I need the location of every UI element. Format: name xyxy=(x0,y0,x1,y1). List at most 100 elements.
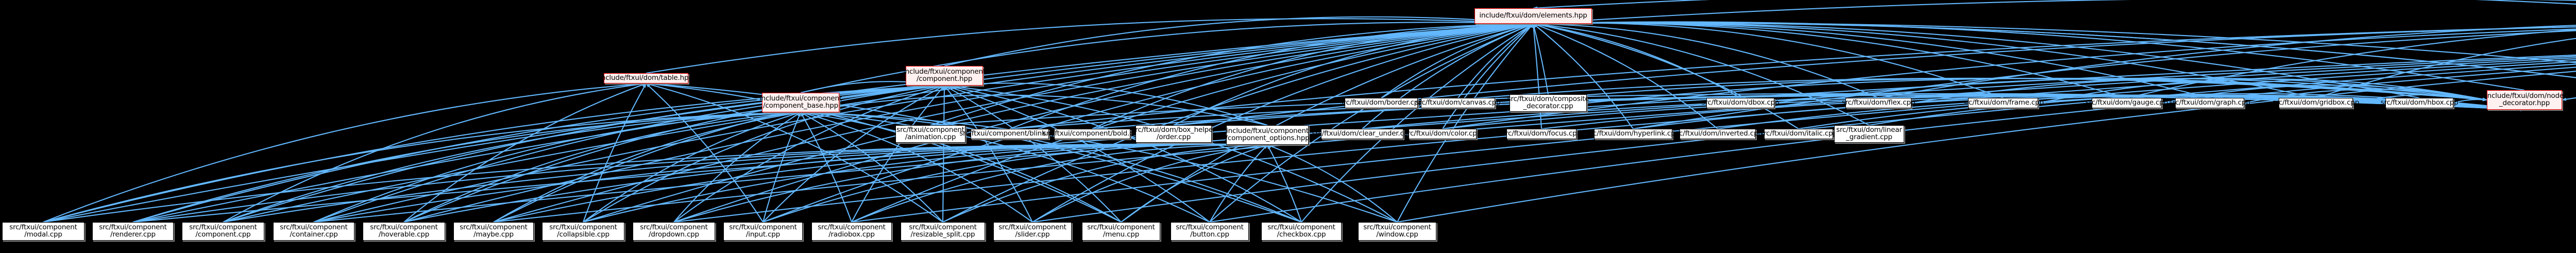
graph-edge xyxy=(493,111,801,223)
graph-edge xyxy=(1442,28,2576,130)
graph-edge xyxy=(762,112,801,223)
graph-edge xyxy=(800,111,1033,223)
graph-edge xyxy=(1173,26,2576,126)
graph-edge xyxy=(673,112,801,223)
graph-node[interactable]: src/ftxui/dom/color.cpp xyxy=(1404,129,1481,139)
graph-node[interactable]: include/ftxui/component /component_optio… xyxy=(1226,125,1310,145)
graph-node[interactable]: src/ftxui/component /resizable_split.cpp xyxy=(901,222,985,241)
graph-edge xyxy=(1533,23,1634,129)
graph-node[interactable]: src/ftxui/component /window.cpp xyxy=(1358,222,1436,241)
graph-edge xyxy=(313,84,945,223)
graph-edge xyxy=(2315,38,2576,99)
graph-edge xyxy=(944,85,1122,223)
graph-node[interactable]: src/ftxui/component /modal.cpp xyxy=(2,222,84,241)
graph-node[interactable]: include/ftxui/component /component_base.… xyxy=(759,93,842,112)
graph-node[interactable]: src/ftxui/component /input.cpp xyxy=(723,222,803,241)
graph-edge xyxy=(1533,22,2576,78)
graph-edge xyxy=(1173,22,1534,126)
graph-edge xyxy=(1209,144,1268,223)
graph-node[interactable]: src/ftxui/component /hoverable.cpp xyxy=(363,222,445,241)
graph-edge xyxy=(493,22,1534,223)
graph-node[interactable]: include/ftxui/component /component.hpp xyxy=(903,66,986,86)
graph-node[interactable]: src/ftxui/dom/box_helper /order.cpp xyxy=(1132,125,1216,143)
graph-node[interactable]: src/ftxui/dom/linear _gradient.cpp xyxy=(1834,125,1904,143)
graph-node[interactable]: include/ftxui/dom/elements.hpp xyxy=(1475,8,1592,24)
graph-edge xyxy=(944,82,1268,126)
graph-edge xyxy=(851,143,1268,223)
graph-edge xyxy=(1442,94,2525,130)
graph-node[interactable]: src/ftxui/component /menu.cpp xyxy=(1082,222,1160,241)
graph-edge xyxy=(646,18,1534,74)
graph-node[interactable]: src/ftxui/dom/clear_under.cpp xyxy=(1312,129,1413,139)
graph-edge xyxy=(1586,77,2487,104)
graph-node[interactable]: src/ftxui/component /collapsible.cpp xyxy=(542,222,624,241)
graph-node[interactable]: src/ftxui/component /maybe.cpp xyxy=(453,222,534,241)
graph-node[interactable]: src/ftxui/dom/border.cpp xyxy=(1340,98,1423,108)
graph-edge xyxy=(1362,23,1534,129)
graph-edge xyxy=(313,22,1534,223)
graph-edge xyxy=(800,94,1268,126)
graph-edge xyxy=(1267,144,1302,223)
graph-node[interactable]: src/ftxui/dom/hbox.cpp xyxy=(2381,98,2459,108)
graph-node[interactable]: src/ftxui/component /animation.cpp xyxy=(895,125,965,143)
graph-edge xyxy=(493,84,945,223)
graph-node[interactable]: src/ftxui/component /container.cpp xyxy=(273,222,354,241)
graph-edge xyxy=(583,83,647,223)
graph-edge xyxy=(583,85,945,223)
graph-node[interactable]: src/ftxui/component /checkbox.cpp xyxy=(1261,222,1342,241)
graph-edge xyxy=(942,143,1268,223)
graph-node[interactable]: src/ftxui/component /renderer.cpp xyxy=(92,222,174,241)
graph-node[interactable]: src/ftxui/dom/focus.cpp xyxy=(1502,129,1581,139)
graph-node[interactable]: src/ftxui/dom/dbox.cpp xyxy=(1702,98,1780,108)
graph-node[interactable]: src/ftxui/dom/frame.cpp xyxy=(1962,98,2044,108)
graph-edge xyxy=(583,111,801,223)
graph-node[interactable]: include/ftxui/dom/table.hpp xyxy=(599,73,693,83)
graph-edge xyxy=(851,85,945,223)
graph-node[interactable]: src/ftxui/component /dropdown.cpp xyxy=(633,222,715,241)
graph-edge xyxy=(1032,23,1534,223)
graph-node[interactable]: src/ftxui/component /component.cpp xyxy=(182,222,264,241)
graph-edge xyxy=(673,22,1534,223)
graph-edge xyxy=(1381,23,1534,98)
graph-node[interactable]: src/ftxui/dom/hyperlink.cpp xyxy=(1587,129,1680,139)
graph-edge xyxy=(944,16,1534,67)
graph-edge xyxy=(800,112,943,223)
graph-edge xyxy=(800,111,1122,223)
graph-edge xyxy=(930,22,1534,126)
graph-node[interactable]: src/ftxui/dom/gridbox.cpp xyxy=(2273,98,2359,108)
graph-edge xyxy=(1533,22,1879,98)
graph-node[interactable]: src/ftxui/dom/italic.cpp xyxy=(1760,129,1837,139)
graph-edge xyxy=(800,112,852,223)
graph-node[interactable]: src/ftxui/component/blink.cpp xyxy=(959,129,1060,139)
graph-node[interactable]: src/ftxui/dom/canvas.cpp xyxy=(1415,98,1501,108)
graph-node[interactable]: src/ftxui/dom/gauge.cpp xyxy=(2086,98,2168,108)
graph-node[interactable]: src/ftxui/component/bold.cpp xyxy=(1043,129,1142,139)
graph-edge xyxy=(762,85,945,223)
graph-edge xyxy=(2126,29,2576,99)
graph-edge xyxy=(1121,144,1268,223)
graph-edge xyxy=(583,22,1534,223)
graph-edge xyxy=(43,82,647,223)
graph-edge xyxy=(1774,77,2487,104)
graph-node[interactable]: src/ftxui/dom/flex.cpp xyxy=(1842,98,1915,108)
graph-edge xyxy=(223,82,647,223)
graph-edge xyxy=(1533,0,2576,25)
graph-node[interactable]: src/ftxui/component /slider.cpp xyxy=(993,222,1072,241)
graph-edge xyxy=(132,111,801,223)
graph-edge xyxy=(1092,22,1534,129)
graph-edge xyxy=(313,56,2576,223)
graph-edge xyxy=(1267,144,1398,223)
graph-edge xyxy=(43,110,801,223)
graph-edge xyxy=(403,111,801,223)
graph-edge xyxy=(800,111,1398,223)
graph-node[interactable]: src/ftxui/component /radiobox.cpp xyxy=(811,222,892,241)
graph-node[interactable]: src/ftxui/dom/graph.cpp xyxy=(2169,98,2250,108)
graph-edge xyxy=(1209,23,1534,223)
graph-edge xyxy=(762,143,1268,223)
graph-node[interactable]: include/ftxui/dom/node _decorator.hpp xyxy=(2485,90,2564,110)
graph-node[interactable]: src/ftxui/component /button.cpp xyxy=(1171,222,1249,241)
graph-edge xyxy=(1442,23,1534,129)
graph-node[interactable]: src/ftxui/dom/composite _decorator.cpp xyxy=(1507,94,1589,112)
graph-node[interactable]: src/ftxui/dom/inverted.cpp xyxy=(1673,129,1762,139)
